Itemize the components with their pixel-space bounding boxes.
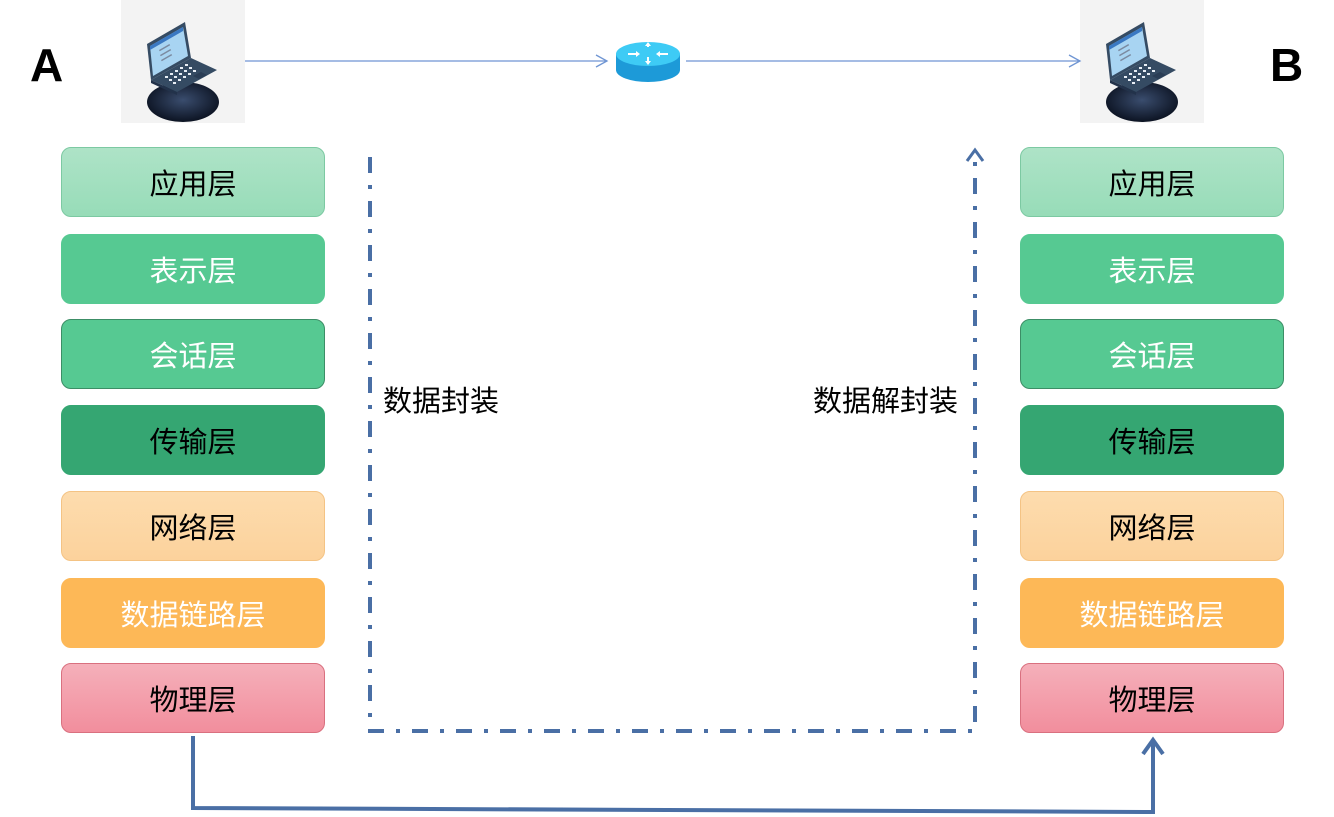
arrowhead-icon [595,54,609,68]
layer-label: 物理层 [149,683,237,717]
layer-transport[interactable]: 传输层 [1020,405,1284,475]
layer-physical[interactable]: 物理层 [1020,663,1284,733]
host-b-device[interactable] [1080,0,1204,123]
layer-network[interactable]: 网络层 [1020,491,1284,561]
layer-data-link[interactable]: 数据链路层 [61,578,325,648]
arrowhead-icon [1068,54,1082,68]
encapsulation-label: 数据封装 [383,384,500,418]
layer-label: 表示层 [149,254,237,288]
layer-label: 会话层 [149,339,237,373]
layer-label: 会话层 [1108,339,1196,373]
layer-physical[interactable]: 物理层 [61,663,325,733]
layer-presentation[interactable]: 表示层 [61,234,325,304]
layer-label: 传输层 [1108,425,1196,459]
decapsulation-label: 数据解封装 [813,384,959,418]
encapsulation-path [368,152,977,733]
layer-label: 数据链路层 [1079,598,1225,632]
layer-label: 物理层 [1108,683,1196,717]
host-a-label: A [30,39,64,91]
layer-presentation[interactable]: 表示层 [1020,234,1284,304]
layer-label: 网络层 [1108,511,1196,545]
physical-link [191,736,1155,815]
layer-session[interactable]: 会话层 [1020,319,1284,389]
layer-label: 传输层 [149,425,237,459]
layer-label: 表示层 [1108,254,1196,288]
arrowhead-up-icon [965,147,985,162]
layer-label: 应用层 [1108,167,1196,201]
laptop-icon [147,22,219,122]
arrowhead-up-icon [1141,736,1165,756]
laptop-icon [1106,22,1178,122]
host-a-device[interactable] [121,0,245,123]
layer-transport[interactable]: 传输层 [61,405,325,475]
layer-application[interactable]: 应用层 [1020,147,1284,217]
layer-label: 数据链路层 [120,598,266,632]
layer-label: 应用层 [149,167,237,201]
layer-network[interactable]: 网络层 [61,491,325,561]
router-icon [616,42,680,82]
layer-label: 网络层 [149,511,237,545]
host-b-label: B [1270,39,1304,91]
layer-data-link[interactable]: 数据链路层 [1020,578,1284,648]
layer-session[interactable]: 会话层 [61,319,325,389]
router-device[interactable] [612,38,684,86]
layer-application[interactable]: 应用层 [61,147,325,217]
